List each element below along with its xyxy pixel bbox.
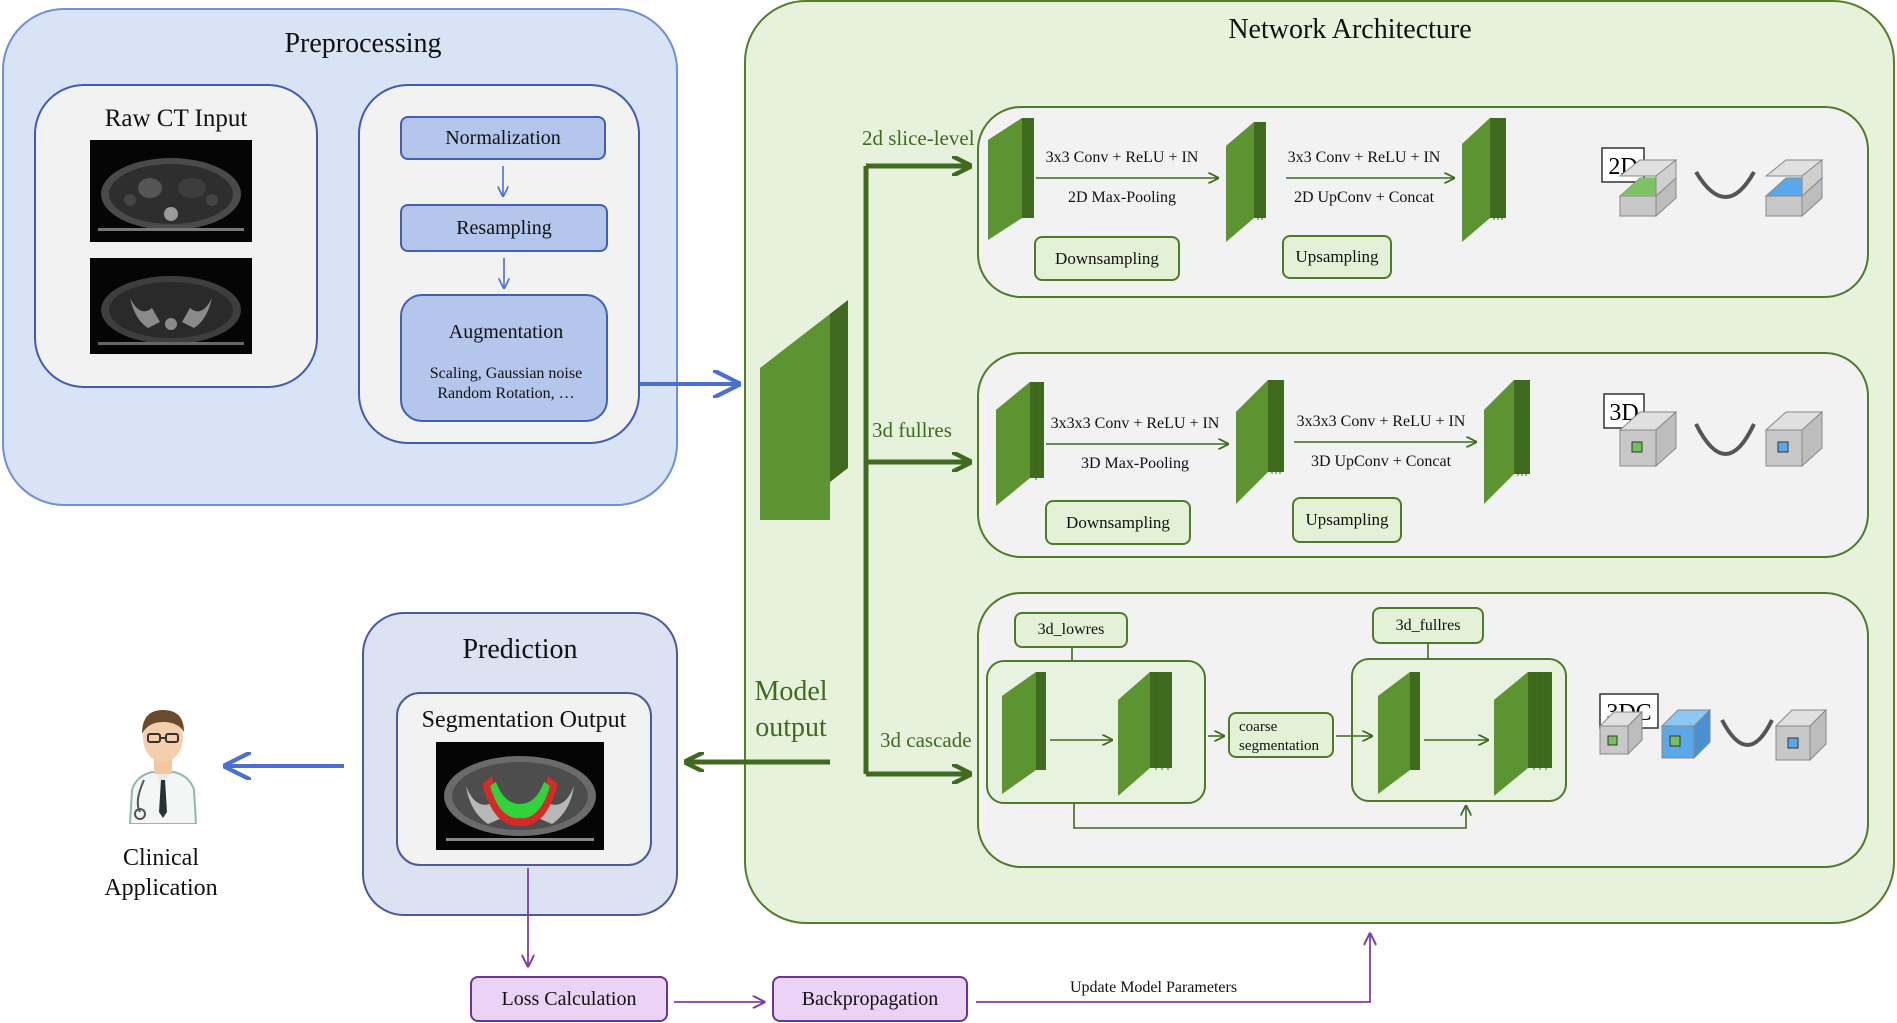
augmentation-label: Augmentation (448, 321, 564, 343)
cascade-fullres-subnet (1351, 658, 1567, 802)
row3d-conv-down: 3x3x3 Conv + ReLU + IN (1050, 415, 1220, 432)
row2d-downsampling-box: Downsampling (1034, 236, 1180, 281)
resampling-step: Resampling (400, 204, 608, 252)
prediction-title: Prediction (462, 634, 578, 665)
cascade-fullres-box: 3d_fullres (1372, 607, 1484, 644)
row3d-pool: 3D Max-Pooling (1081, 455, 1189, 472)
network-title: Network Architecture (1228, 14, 1472, 45)
ct-scan-image-1 (90, 140, 252, 242)
update-model-parameters-label: Update Model Parameters (1070, 979, 1238, 996)
backpropagation-box: Backpropagation (772, 976, 968, 1022)
clinical-label-line-1: Clinical (123, 845, 199, 871)
raw-ct-title: Raw CT Input (104, 105, 248, 132)
loss-calculation-box: Loss Calculation (470, 976, 668, 1022)
branch-label-3d-fullres: 3d fullres (872, 418, 952, 442)
row2d-upconv: 2D UpConv + Concat (1293, 189, 1435, 206)
row3d-upsampling-box: Upsampling (1292, 497, 1402, 543)
clinical-label-line-2: Application (104, 875, 218, 901)
augmentation-step: Augmentation Scaling, Gaussian noise Ran… (400, 294, 608, 422)
coarse-label-1: coarse (1239, 719, 1278, 735)
coarse-label-2: segmentation (1239, 738, 1319, 754)
row3d-upconv: 3D UpConv + Concat (1310, 453, 1452, 470)
preprocessing-title: Preprocessing (284, 28, 442, 59)
row2d-pool: 2D Max-Pooling (1068, 189, 1176, 206)
row2d-conv-down: 3x3 Conv + ReLU + IN (1045, 149, 1199, 166)
doctor-icon (118, 694, 208, 825)
segmentation-output-image (436, 742, 604, 850)
row3d-conv-up: 3x3x3 Conv + ReLU + IN (1296, 413, 1466, 430)
row2d-upsampling-box: Upsampling (1282, 235, 1392, 279)
segmentation-green-mask (490, 782, 550, 819)
model-output-line-1: Model (754, 676, 828, 707)
ct-scan-image-2 (90, 258, 252, 354)
row2d-conv-up: 3x3 Conv + ReLU + IN (1287, 149, 1441, 166)
normalization-step: Normalization (400, 116, 606, 160)
segmentation-red-mask (482, 776, 558, 827)
coarse-segmentation-box: coarse segmentation (1228, 712, 1334, 758)
segmentation-output-title: Segmentation Output (421, 707, 627, 733)
cascade-lowres-box: 3d_lowres (1014, 612, 1128, 648)
model-output-line-2: output (755, 712, 827, 743)
augmentation-detail-1: Scaling, Gaussian noise (429, 365, 583, 382)
branch-label-2d: 2d slice-level (862, 126, 975, 150)
augmentation-detail-2: Random Rotation, … (437, 385, 575, 402)
branch-label-3d-cascade: 3d cascade (880, 728, 972, 752)
cascade-lowres-subnet (986, 660, 1206, 804)
row3d-downsampling-box: Downsampling (1045, 500, 1191, 545)
